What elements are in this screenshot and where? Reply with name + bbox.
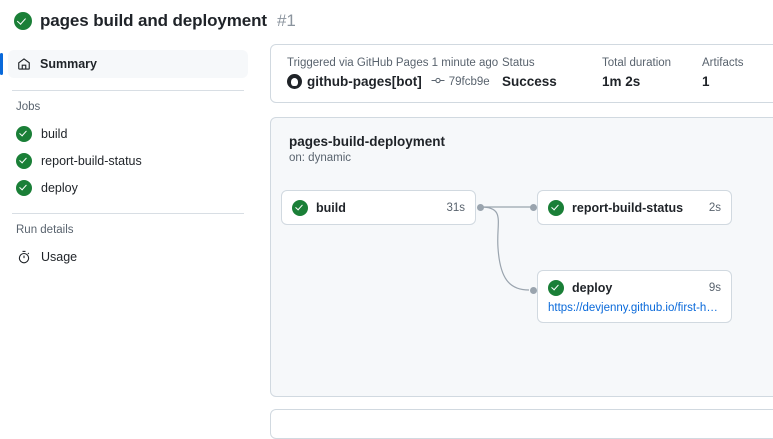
workflow-trigger: on: dynamic <box>289 152 352 164</box>
status-value: Success <box>502 74 557 89</box>
status-label: Status <box>502 57 535 69</box>
workflow-name: pages-build-deployment <box>289 134 446 149</box>
sidebar-item-label: Summary <box>40 57 97 71</box>
status-column: Status Success <box>502 57 602 89</box>
lower-panel <box>270 409 773 439</box>
artifacts-label: Artifacts <box>702 57 744 69</box>
duration-value: 1m 2s <box>602 74 641 89</box>
job-node-deploy[interactable]: deploy 9s https://devjenny.github.io/fir… <box>537 270 732 323</box>
job-node-name: deploy <box>572 281 613 295</box>
node-port-build-out <box>477 203 484 211</box>
job-node-name: report-build-status <box>572 201 684 215</box>
sidebar-job-label: report-build-status <box>41 153 142 168</box>
success-check-icon <box>548 200 564 216</box>
home-icon <box>16 56 32 72</box>
run-info-bar: Triggered via GitHub Pages 1 minute ago … <box>270 44 773 103</box>
deployment-url-link[interactable]: https://devjenny.github.io/first-html/ <box>548 302 725 314</box>
run-header: pages build and deployment #1 <box>0 0 773 34</box>
success-check-icon <box>14 12 32 30</box>
success-check-icon <box>16 125 32 142</box>
job-node-row: report-build-status 2s <box>538 191 731 225</box>
sidebar-item-job-deploy[interactable]: deploy <box>8 174 248 201</box>
node-port-report-in <box>530 203 537 211</box>
job-node-name: build <box>316 201 346 215</box>
success-check-icon <box>292 200 308 216</box>
commit-icon <box>431 75 445 89</box>
job-node-duration: 9s <box>708 282 721 294</box>
sidebar-run-details-label: Usage <box>41 249 78 264</box>
sidebar-job-label: deploy <box>41 180 78 195</box>
sidebar-divider-top <box>12 90 244 91</box>
github-avatar-icon <box>287 74 302 89</box>
job-node-report-build-status[interactable]: report-build-status 2s <box>537 190 732 225</box>
artifacts-value[interactable]: 1 <box>702 74 710 89</box>
run-number: #1 <box>276 11 296 30</box>
job-graph: build 31s report-build-status 2s <box>271 178 773 378</box>
sidebar-item-summary[interactable]: Summary <box>0 50 248 78</box>
job-node-row: deploy 9s <box>538 271 731 305</box>
sidebar-divider-bottom <box>12 213 244 214</box>
sidebar-item-usage[interactable]: Usage <box>8 243 248 270</box>
triggered-label: Triggered via GitHub Pages 1 minute ago <box>287 57 499 69</box>
main-content: Triggered via GitHub Pages 1 minute ago … <box>256 34 773 439</box>
sidebar: Summary Jobs build report-build-status d… <box>0 34 256 270</box>
job-node-duration: 31s <box>446 202 465 214</box>
actor-name[interactable]: github-pages[bot] <box>307 74 422 89</box>
job-node-build[interactable]: build 31s <box>281 190 476 225</box>
sidebar-job-label: build <box>41 126 68 141</box>
commit-ref[interactable]: 79fcb9e <box>431 75 490 89</box>
commit-sha: 79fcb9e <box>448 75 490 88</box>
artifacts-column: Artifacts 1 <box>702 57 744 89</box>
success-check-icon <box>16 179 32 196</box>
sidebar-jobs-heading: Jobs <box>16 101 41 113</box>
sidebar-item-job-report-build-status[interactable]: report-build-status <box>8 147 248 174</box>
workflow-graph-panel: pages-build-deployment on: dynamic build… <box>270 117 773 397</box>
sidebar-item-job-build[interactable]: build <box>8 120 248 147</box>
job-node-duration: 2s <box>708 202 721 214</box>
job-node-row: build 31s <box>282 191 475 225</box>
page-title: pages build and deployment <box>40 11 267 30</box>
triggered-column: Triggered via GitHub Pages 1 minute ago … <box>287 57 502 89</box>
duration-label: Total duration <box>602 57 672 69</box>
triggered-actor: github-pages[bot] 79fcb9e <box>287 74 502 89</box>
success-check-icon <box>548 280 564 296</box>
node-port-deploy-in <box>530 286 537 294</box>
stopwatch-icon <box>16 249 32 265</box>
duration-column: Total duration 1m 2s <box>602 57 702 89</box>
success-check-icon <box>16 152 32 169</box>
sidebar-run-details-heading: Run details <box>16 224 74 236</box>
page-body: Summary Jobs build report-build-status d… <box>0 34 773 439</box>
